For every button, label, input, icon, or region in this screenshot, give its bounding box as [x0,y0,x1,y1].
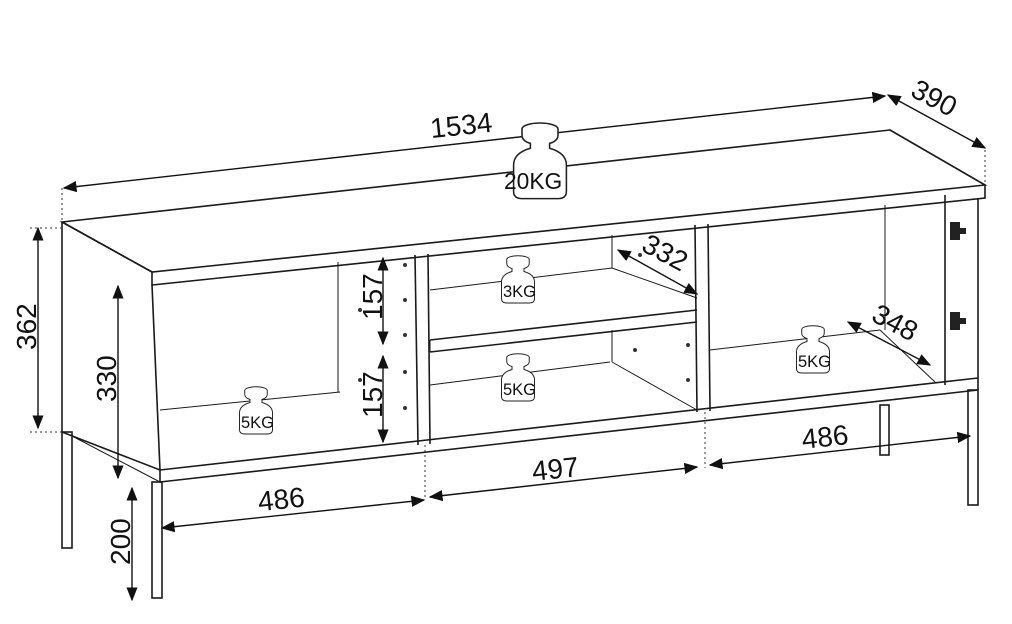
dim-middle-width: 497 [530,451,580,487]
dimension-lines [30,91,987,602]
cabinet-body [59,129,988,483]
dim-left-width: 486 [256,482,306,518]
load-right: 5KG [798,353,831,371]
dim-right-width: 486 [800,419,850,455]
weight-icon-middle-upper: 3KG [501,255,536,304]
hinge-icon [950,222,966,330]
dim-leg-height: 200 [105,518,136,565]
weight-icon-left: 5KG [239,386,274,435]
weight-icon-right: 5KG [796,325,831,374]
load-middle-upper: 3KG [503,283,536,301]
weight-icon-top: 20KG [504,122,568,200]
dim-shelf-upper: 157 [357,273,388,320]
dim-inner-depth-middle: 332 [637,228,693,277]
dim-inner-height: 330 [91,355,122,402]
weight-icon-middle-lower: 5KG [501,353,536,402]
dim-shelf-lower: 157 [357,371,388,418]
load-middle-lower: 5KG [503,381,536,399]
dim-inner-depth-right: 348 [867,298,923,347]
load-left: 5KG [241,414,274,432]
load-top: 20KG [504,168,562,194]
dim-total-width: 1534 [429,107,494,144]
dim-depth: 390 [906,73,962,122]
dim-total-height: 362 [11,303,42,350]
